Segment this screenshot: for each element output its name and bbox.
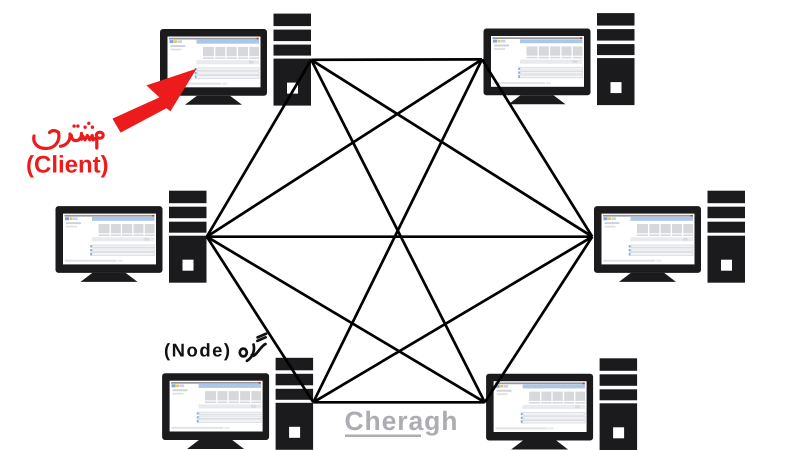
svg-text:(Client): (Client): [26, 152, 109, 179]
svg-text:(Node): (Node): [164, 340, 232, 361]
svg-text:Cheragh: Cheragh: [345, 406, 459, 436]
